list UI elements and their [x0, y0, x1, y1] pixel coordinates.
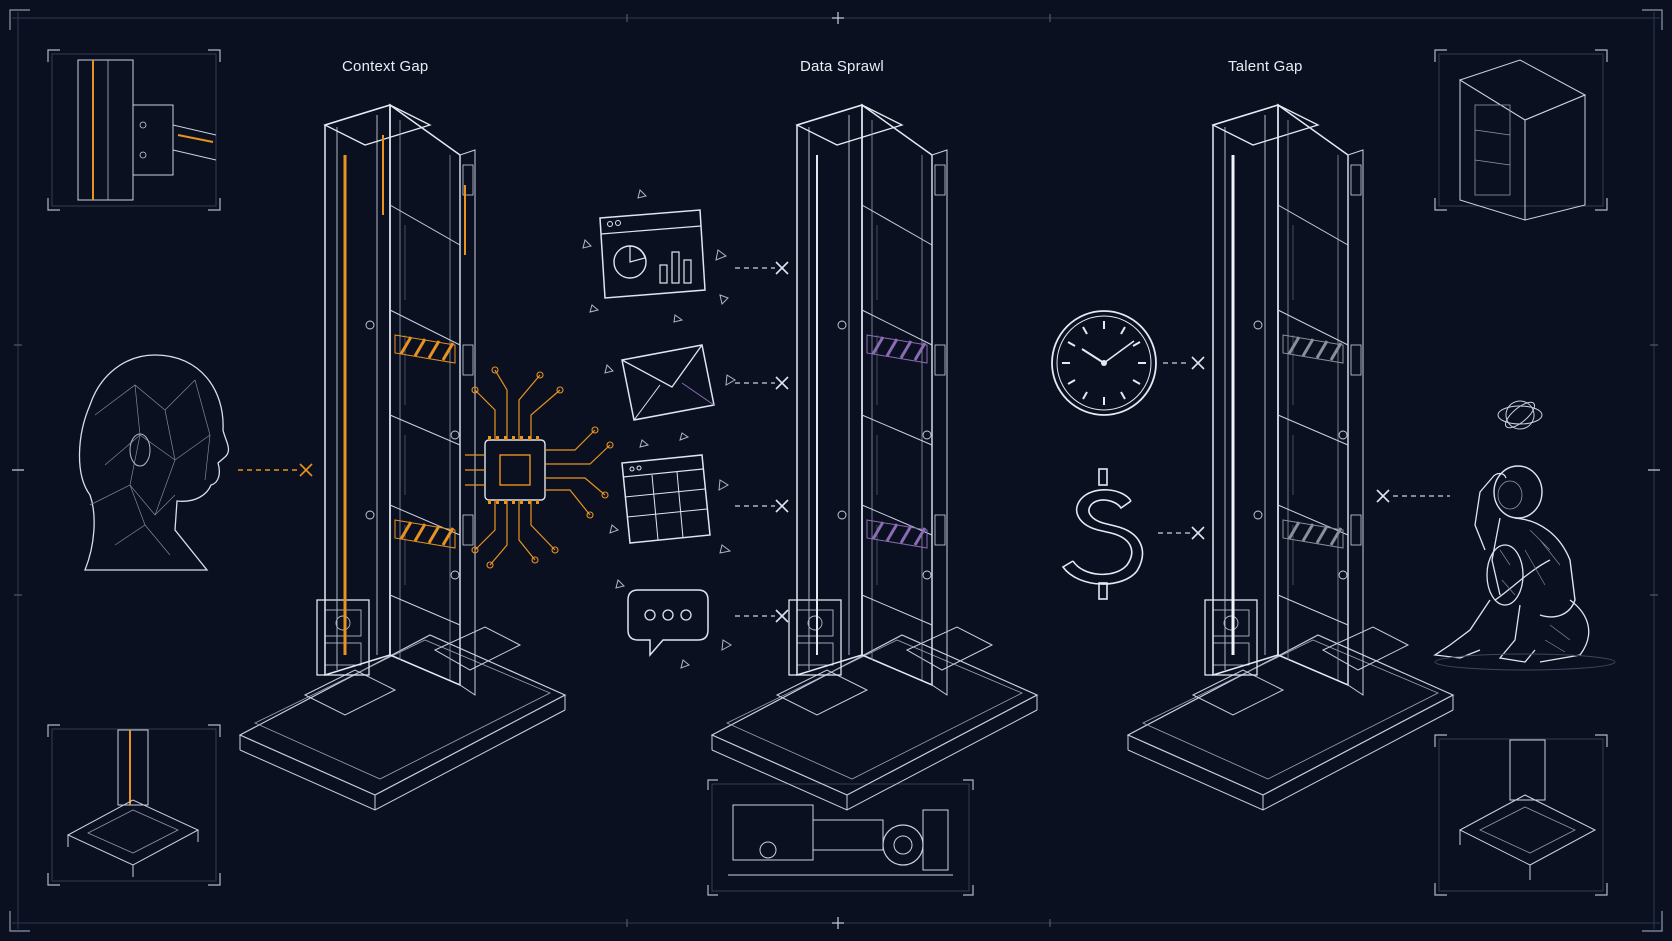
- connector-robot: [1376, 489, 1450, 503]
- blocked-x-icon: [775, 499, 789, 513]
- connector-clock: [1163, 356, 1205, 370]
- title-context-gap: Context Gap: [342, 58, 429, 75]
- detail-panel-top-left: [47, 49, 221, 211]
- blocked-x-icon: [775, 376, 789, 390]
- blocked-x-icon: [775, 609, 789, 623]
- human-head-icon: [78, 354, 230, 571]
- tower-talent-gap: [1127, 104, 1454, 811]
- connector-envelope: [735, 376, 789, 390]
- blocked-x-icon: [1376, 489, 1390, 503]
- dollar-sign-icon: [1061, 468, 1144, 600]
- connector-spreadsheet: [735, 499, 789, 513]
- connector-head: [238, 463, 313, 477]
- connector-dashboard: [735, 261, 789, 275]
- blocked-x-icon: [299, 463, 313, 477]
- title-data-sprawl: Data Sprawl: [800, 58, 884, 75]
- envelope-icon: [604, 344, 736, 448]
- title-talent-gap: Talent Gap: [1228, 58, 1303, 75]
- clock-icon: [1051, 310, 1157, 416]
- connector-chat: [735, 609, 789, 623]
- distressed-robot-icon: [1433, 400, 1616, 671]
- detail-panel-bottom-center: [707, 779, 974, 896]
- connector-dollar: [1158, 526, 1205, 540]
- detail-panel-top-right: [1434, 49, 1608, 221]
- detail-panel-bottom-right: [1434, 734, 1608, 896]
- microchip-icon: [465, 366, 614, 569]
- dashboard-window-icon: [582, 189, 729, 323]
- tower-data-sprawl: [711, 104, 1038, 811]
- blocked-x-icon: [1191, 526, 1205, 540]
- chat-bubble-icon: [615, 579, 732, 669]
- blocked-x-icon: [1191, 356, 1205, 370]
- spreadsheet-window-icon: [609, 454, 732, 554]
- detail-panel-bottom-left: [47, 724, 221, 886]
- tower-context-gap: [239, 104, 566, 811]
- blocked-x-icon: [775, 261, 789, 275]
- outer-frame: [9, 9, 1663, 932]
